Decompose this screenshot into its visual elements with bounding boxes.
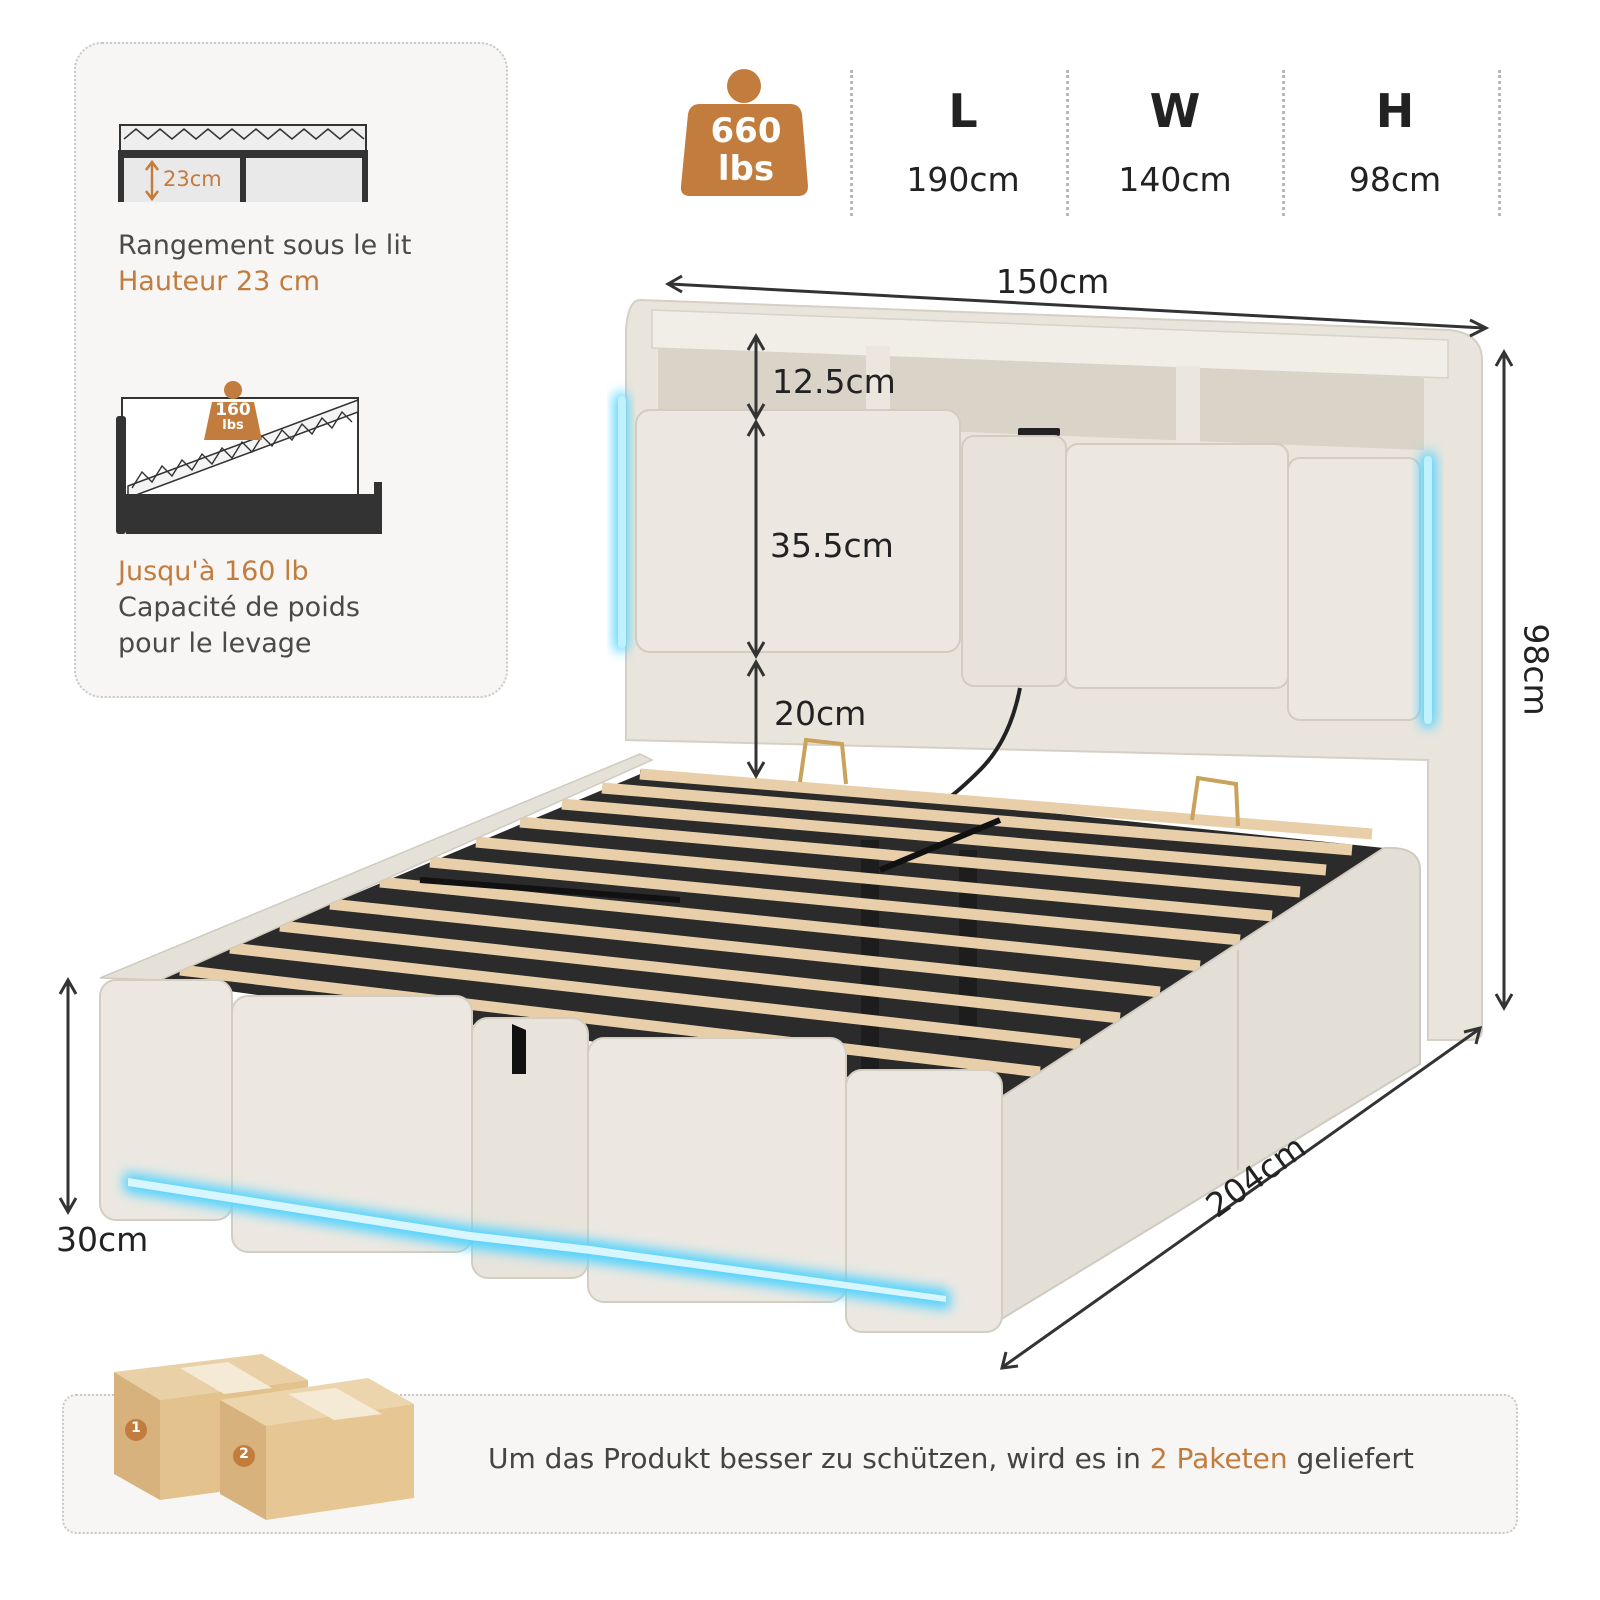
delivery-text: Um das Produkt besser zu schützen, wird … bbox=[488, 1442, 1414, 1475]
dim-shelf: 12.5cm bbox=[772, 362, 896, 401]
spec-height: H 98cm bbox=[1290, 70, 1500, 216]
dim-total-height: 98cm bbox=[1516, 623, 1556, 716]
delivery-text-after: geliefert bbox=[1296, 1442, 1414, 1475]
lift-line1: Jusqu'à 160 lb bbox=[118, 556, 309, 587]
lift-weight-unit: lbs bbox=[222, 418, 244, 433]
weight-badge: 660 lbs bbox=[684, 112, 808, 188]
lift-line3: pour le levage bbox=[118, 628, 312, 659]
lift-feature-text: Jusqu'à 160 lb Capacité de poids pour le… bbox=[118, 554, 360, 662]
spec-width: W 140cm bbox=[1070, 70, 1280, 216]
storage-diagram-label: 23cm bbox=[163, 167, 222, 191]
spec-length: L 190cm bbox=[858, 70, 1068, 216]
spec-length-value: 190cm bbox=[906, 160, 1020, 199]
dim-gap: 20cm bbox=[774, 694, 867, 733]
spec-height-letter: H bbox=[1375, 84, 1415, 138]
storage-line2: Hauteur 23 cm bbox=[118, 266, 321, 297]
dim-width-top: 150cm bbox=[996, 262, 1110, 301]
spec-length-letter: L bbox=[948, 84, 978, 138]
storage-feature-text: Rangement sous le lit Hauteur 23 cm bbox=[118, 228, 411, 300]
delivery-highlight: 2 Paketen bbox=[1149, 1442, 1288, 1475]
lift-weight-badge: 160 lbs bbox=[204, 402, 262, 434]
weight-badge-value: 660 bbox=[710, 111, 782, 151]
spec-separator bbox=[1282, 70, 1285, 216]
weight-badge-unit: lbs bbox=[717, 149, 775, 189]
box2-number: 2 bbox=[239, 1446, 249, 1462]
box1-number: 1 bbox=[131, 1420, 141, 1436]
dim-frame-height: 30cm bbox=[56, 1220, 149, 1259]
spec-height-value: 98cm bbox=[1348, 160, 1442, 199]
spec-separator bbox=[1066, 70, 1069, 216]
spec-separator bbox=[850, 70, 853, 216]
spec-separator bbox=[1498, 70, 1501, 216]
spec-width-letter: W bbox=[1149, 84, 1201, 138]
storage-line1: Rangement sous le lit bbox=[118, 230, 412, 261]
lift-line2: Capacité de poids bbox=[118, 592, 360, 623]
spec-width-value: 140cm bbox=[1118, 160, 1232, 199]
lift-weight-value: 160 bbox=[215, 400, 251, 420]
delivery-text-before: Um das Produkt besser zu schützen, wird … bbox=[488, 1442, 1141, 1475]
dim-length: 204cm bbox=[1198, 1127, 1314, 1226]
dim-headboard-panel: 35.5cm bbox=[770, 526, 894, 565]
